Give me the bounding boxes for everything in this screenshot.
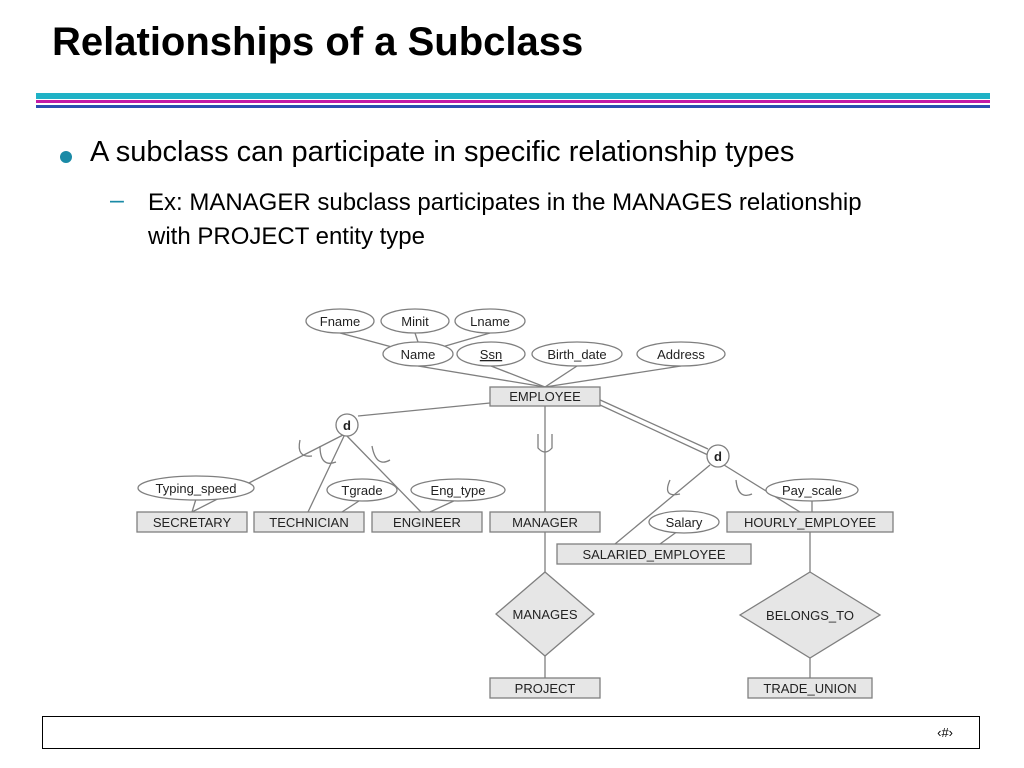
diagram-labels: Fname Minit Lname Name Ssn Birth_date Ad… bbox=[153, 314, 876, 696]
line-ssn-employee bbox=[490, 365, 546, 388]
line-birth-employee bbox=[544, 365, 578, 388]
entity-boxes bbox=[136, 386, 894, 699]
label-ssn: Ssn bbox=[480, 347, 502, 362]
line-minit-name bbox=[414, 332, 419, 343]
disjoint-circle-job bbox=[335, 413, 359, 437]
subset-symbols bbox=[298, 434, 753, 497]
line-typing-secretary bbox=[191, 498, 197, 513]
label-secretary: SECRETARY bbox=[153, 515, 232, 530]
sub-bullet-dash-icon: – bbox=[110, 186, 124, 214]
entity-salaried-employee bbox=[556, 543, 752, 565]
label-fname: Fname bbox=[320, 314, 360, 329]
label-lname: Lname bbox=[470, 314, 510, 329]
slide-number: ‹#› bbox=[937, 725, 953, 740]
label-project: PROJECT bbox=[515, 681, 576, 696]
label-hourly-employee: HOURLY_EMPLOYEE bbox=[744, 515, 876, 530]
label-technician: TECHNICIAN bbox=[269, 515, 348, 530]
line-employee-d1 bbox=[357, 402, 491, 417]
label-address: Address bbox=[657, 347, 705, 362]
line-d2-hourly bbox=[723, 464, 801, 513]
subset-icon-engineer bbox=[371, 445, 391, 463]
line-employee-d2-b bbox=[599, 404, 709, 456]
attr-name bbox=[382, 341, 454, 367]
attr-salary bbox=[648, 510, 720, 534]
line-name-employee bbox=[417, 365, 546, 388]
slide-title: Relationships of a Subclass bbox=[52, 20, 584, 64]
entity-project bbox=[489, 677, 601, 699]
label-manager: MANAGER bbox=[512, 515, 578, 530]
line-d1-secretary bbox=[191, 433, 346, 513]
attr-fname bbox=[305, 308, 375, 334]
bullet-text: A subclass can participate in specific r… bbox=[90, 136, 795, 168]
attr-birth-date bbox=[531, 341, 623, 367]
label-minit: Minit bbox=[401, 314, 429, 329]
entity-engineer bbox=[371, 511, 483, 533]
attr-eng-type bbox=[410, 478, 506, 502]
line-employee-d2-a bbox=[597, 398, 709, 450]
label-pay-scale: Pay_scale bbox=[782, 483, 842, 498]
bullet-dot-icon bbox=[60, 151, 72, 163]
attr-address bbox=[636, 341, 726, 367]
label-birth-date: Birth_date bbox=[547, 347, 606, 362]
label-typing-speed: Typing_speed bbox=[156, 481, 237, 496]
label-eng-type: Eng_type bbox=[431, 483, 486, 498]
label-trade-union: TRADE_UNION bbox=[763, 681, 856, 696]
attr-minit bbox=[380, 308, 450, 334]
attr-typing-speed bbox=[137, 475, 255, 501]
line-address-employee bbox=[544, 365, 682, 388]
relationship-diamonds bbox=[495, 571, 882, 659]
title-rule-cyan bbox=[36, 93, 990, 99]
entity-trade-union bbox=[747, 677, 873, 699]
attr-pay-scale bbox=[765, 478, 859, 502]
label-salaried-employee: SALARIED_EMPLOYEE bbox=[582, 547, 725, 562]
sub-bullet-text: Ex: MANAGER subclass participates in the… bbox=[148, 189, 862, 250]
subset-icon-salaried bbox=[666, 479, 681, 496]
label-disjoint-job: d bbox=[343, 418, 351, 433]
subset-icon-technician bbox=[319, 445, 337, 464]
label-disjoint-pay: d bbox=[714, 449, 722, 464]
entity-employee bbox=[489, 386, 601, 407]
label-engineer: ENGINEER bbox=[393, 515, 461, 530]
label-tgrade: Tgrade bbox=[341, 483, 382, 498]
disjoint-circles bbox=[335, 413, 730, 468]
title-rule-blue bbox=[36, 105, 990, 108]
connector-lines bbox=[191, 332, 813, 678]
label-name: Name bbox=[401, 347, 436, 362]
title-rule-magenta bbox=[36, 100, 990, 103]
label-belongs-to: BELONGS_TO bbox=[766, 608, 854, 623]
label-employee: EMPLOYEE bbox=[509, 389, 581, 404]
entity-technician bbox=[253, 511, 365, 533]
rel-belongs-to bbox=[738, 571, 882, 659]
entity-hourly-employee bbox=[726, 511, 894, 533]
label-salary: Salary bbox=[666, 515, 703, 530]
rel-manages bbox=[495, 571, 595, 657]
attr-lname bbox=[454, 308, 526, 334]
footer-box: ‹#› bbox=[42, 716, 980, 749]
attr-ssn bbox=[456, 341, 526, 367]
subset-icon-manager bbox=[537, 434, 553, 453]
line-d1-engineer bbox=[344, 433, 422, 513]
line-d2-salaried bbox=[614, 464, 711, 545]
line-d1-technician bbox=[307, 433, 346, 513]
entity-secretary bbox=[136, 511, 248, 533]
label-manages: MANAGES bbox=[512, 607, 577, 622]
attribute-ovals bbox=[137, 308, 859, 534]
entity-manager bbox=[489, 511, 601, 533]
disjoint-circle-pay bbox=[706, 444, 730, 468]
subset-icon-secretary bbox=[298, 439, 313, 457]
attr-tgrade bbox=[326, 478, 398, 502]
subset-icon-hourly bbox=[735, 479, 753, 497]
